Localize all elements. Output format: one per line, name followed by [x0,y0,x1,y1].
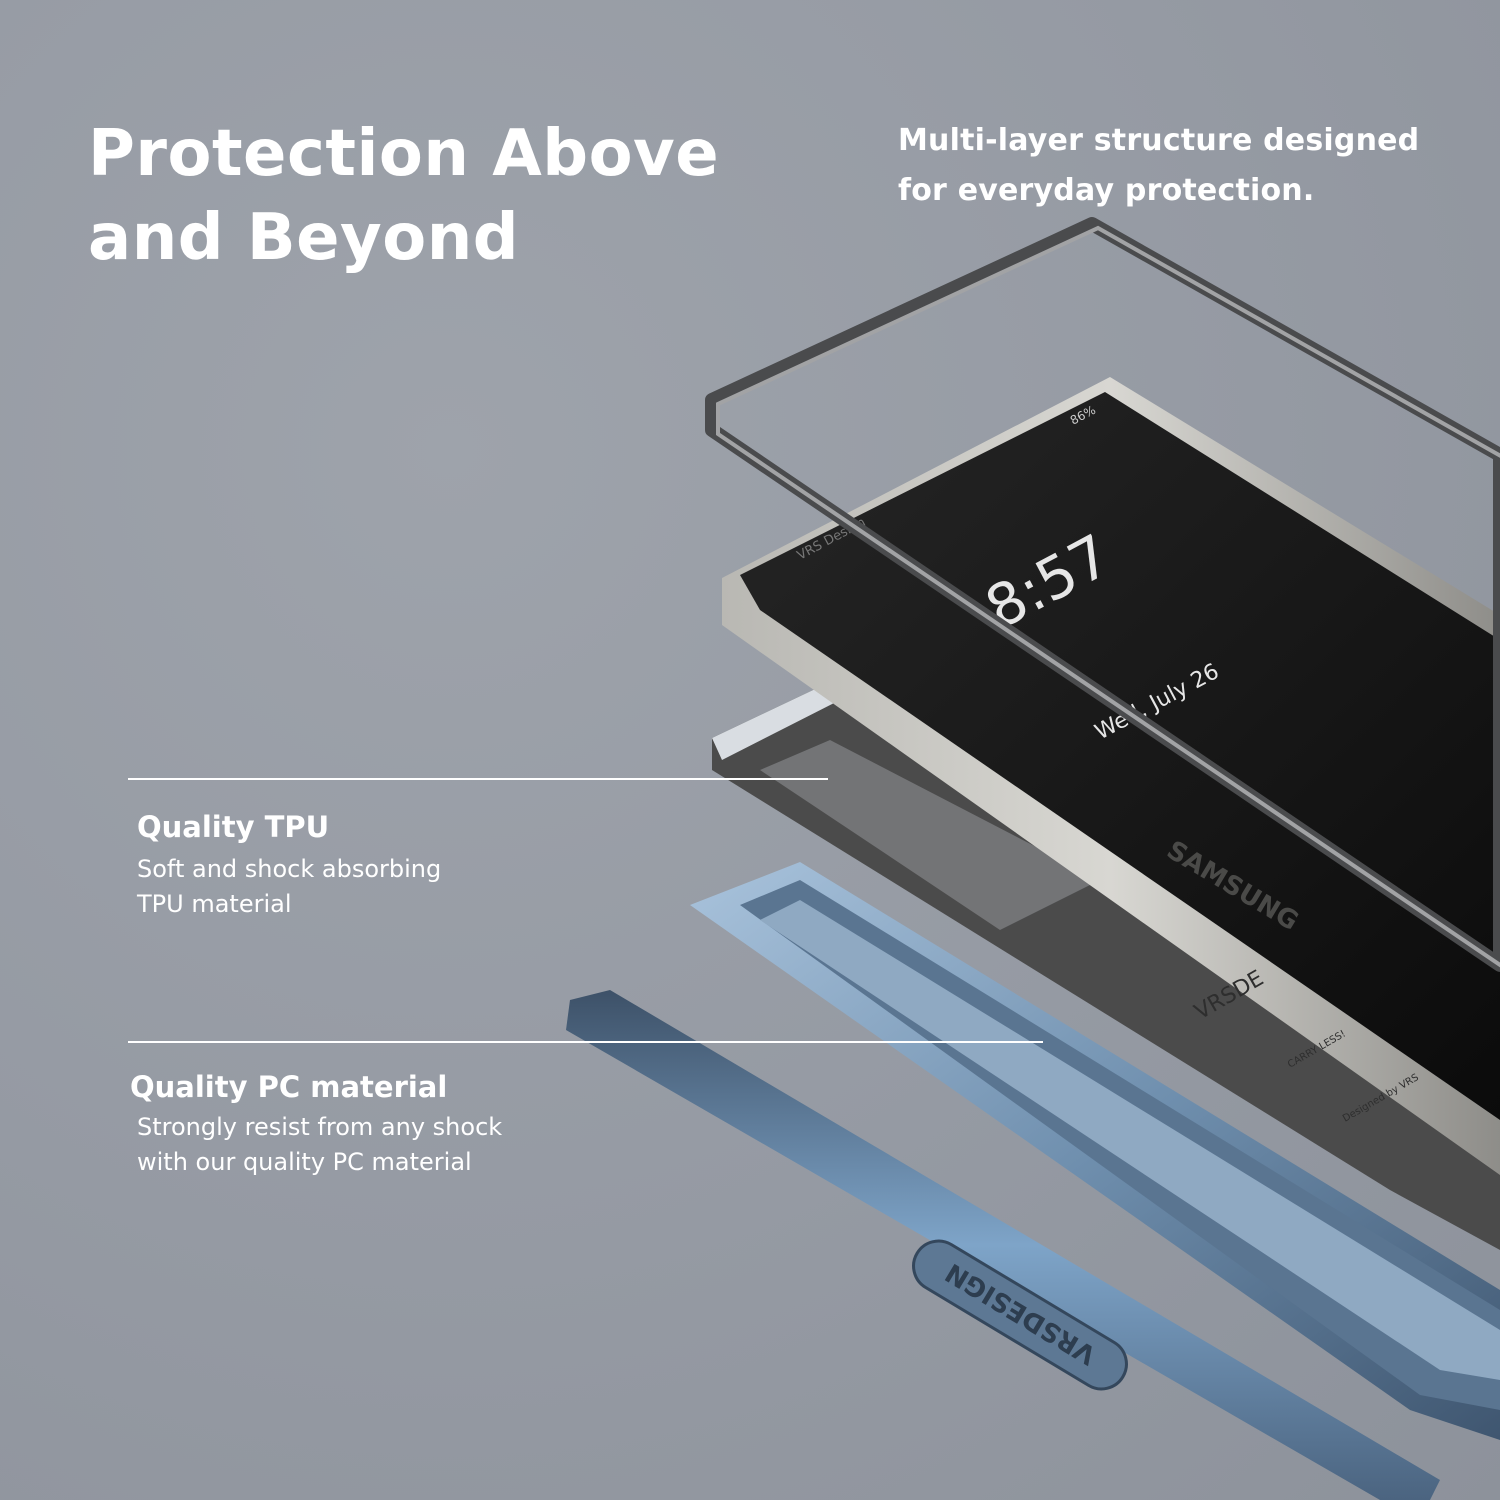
tpu-callout-line [128,778,828,780]
pc-description: Strongly resist from any shock with our … [137,1110,502,1180]
page-headline: Protection Above and Beyond [88,112,719,280]
pc-title: Quality PC material [130,1070,448,1104]
pc-desc-line-2: with our quality PC material [137,1148,472,1176]
pc-callout-line [128,1041,1043,1043]
tpu-title: Quality TPU [137,810,330,844]
pc-side-bar: VRSDESIGN [566,990,1440,1500]
headline-line-1: Protection Above [88,117,720,191]
headline-line-2: and Beyond [88,201,520,275]
subheadline-line-2: for everyday protection. [898,173,1315,208]
tpu-desc-line-1: Soft and shock absorbing [137,855,442,883]
subheadline: Multi-layer structure designed for every… [898,116,1419,216]
tpu-layer [712,682,1500,1250]
tpu-desc-line-2: TPU material [137,890,292,918]
pc-desc-line-1: Strongly resist from any shock [137,1113,503,1141]
subheadline-line-1: Multi-layer structure designed [898,123,1420,158]
bumper-frame-layer [705,217,1500,972]
tpu-description: Soft and shock absorbing TPU material [137,852,441,922]
pc-frame-layer [690,862,1500,1440]
